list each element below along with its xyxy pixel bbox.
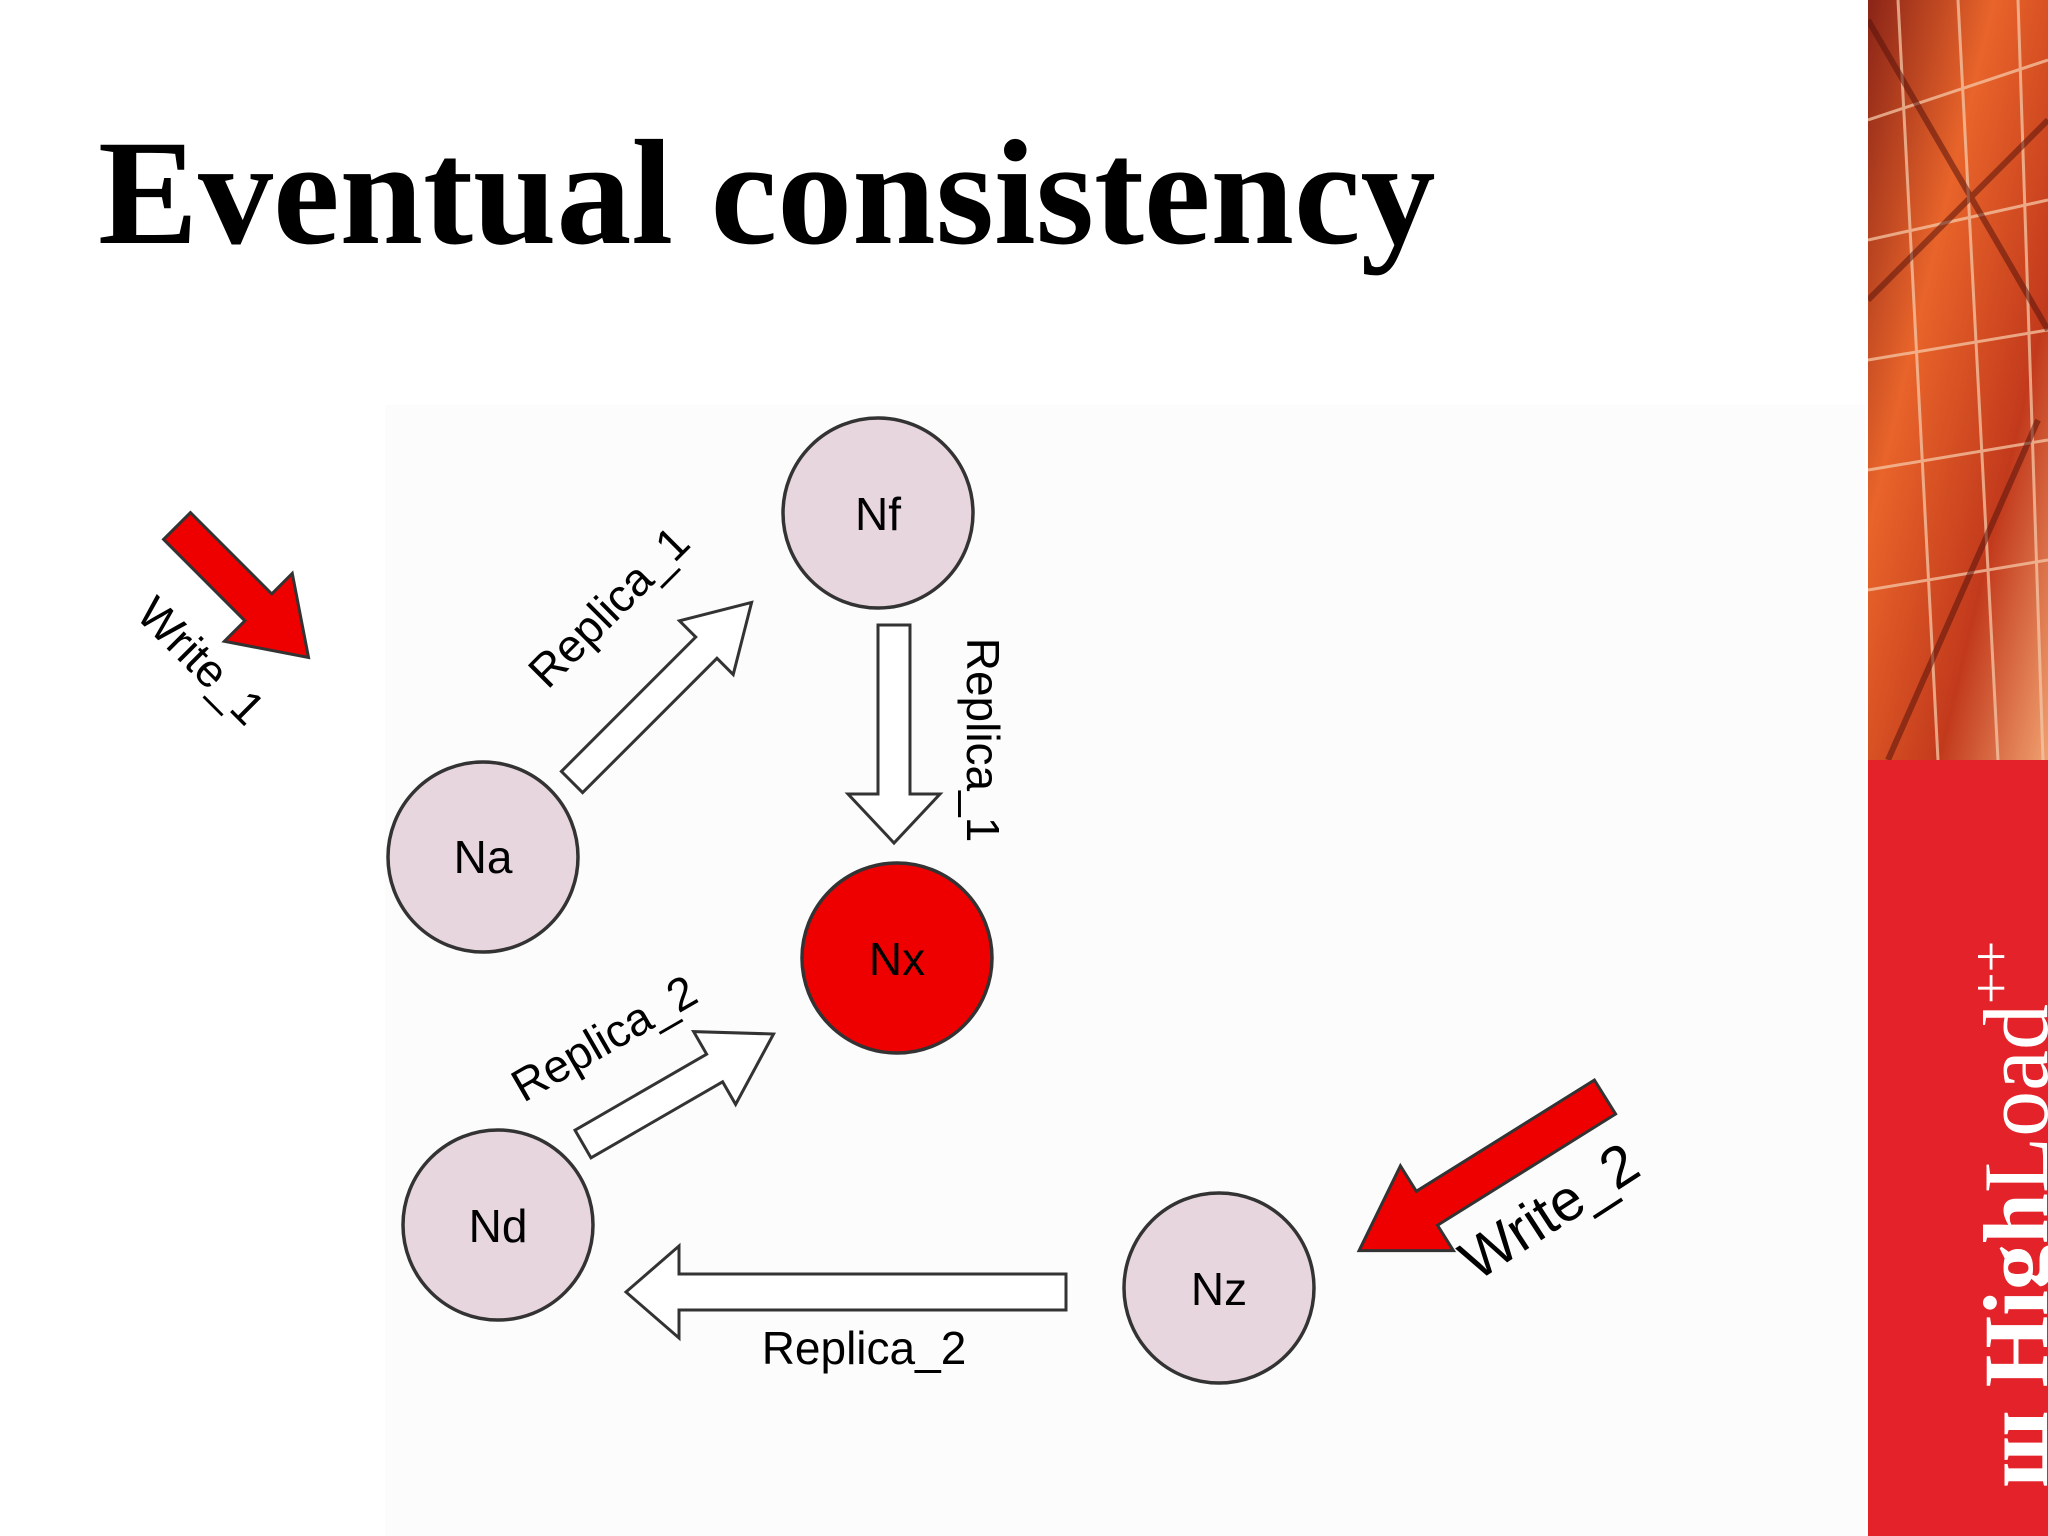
replica-2-arrow-nz-nd [623, 1242, 1068, 1342]
consistency-diagram: Write_1 Replica_1 Replica_1 Replica_2 Re… [127, 416, 1650, 1385]
write-2-arrow [1356, 1077, 1618, 1253]
node-nx: Nx [800, 861, 994, 1055]
replica-1-label-nf-nx: Replica_1 [957, 638, 1009, 843]
replica-2-label-nz-nd: Replica_2 [762, 1322, 967, 1374]
logo-mark-icon: ш [1965, 1387, 2048, 1488]
logo-high-text: High [1965, 1193, 2048, 1388]
node-nf-label: Nf [855, 488, 901, 540]
node-nz-label: Nz [1191, 1263, 1247, 1315]
node-na: Na [386, 760, 580, 954]
slide-title: Eventual consistency [98, 110, 1436, 276]
replica-2-arrow-nd-nx [572, 1030, 776, 1160]
node-nz: Nz [1122, 1191, 1316, 1385]
replica-1-arrow-nf-nx [844, 623, 944, 846]
logo-load-text: Load [1965, 1004, 2048, 1194]
node-nx-label: Nx [869, 933, 925, 985]
write-1-arrow [161, 510, 311, 660]
brand-sidebar [1868, 0, 2048, 1536]
replica-1-arrow-na-nf [559, 600, 754, 795]
node-nf: Nf [781, 416, 975, 610]
node-nd-label: Nd [469, 1200, 528, 1252]
logo-plus-text: ++ [1961, 940, 2023, 1004]
highload-logo: ш HighLoad++ [1961, 941, 2048, 1488]
node-nd: Nd [401, 1128, 595, 1322]
sidebar-pattern [1868, 0, 2048, 1536]
diagram-background [385, 405, 1865, 1536]
node-na-label: Na [454, 831, 513, 883]
